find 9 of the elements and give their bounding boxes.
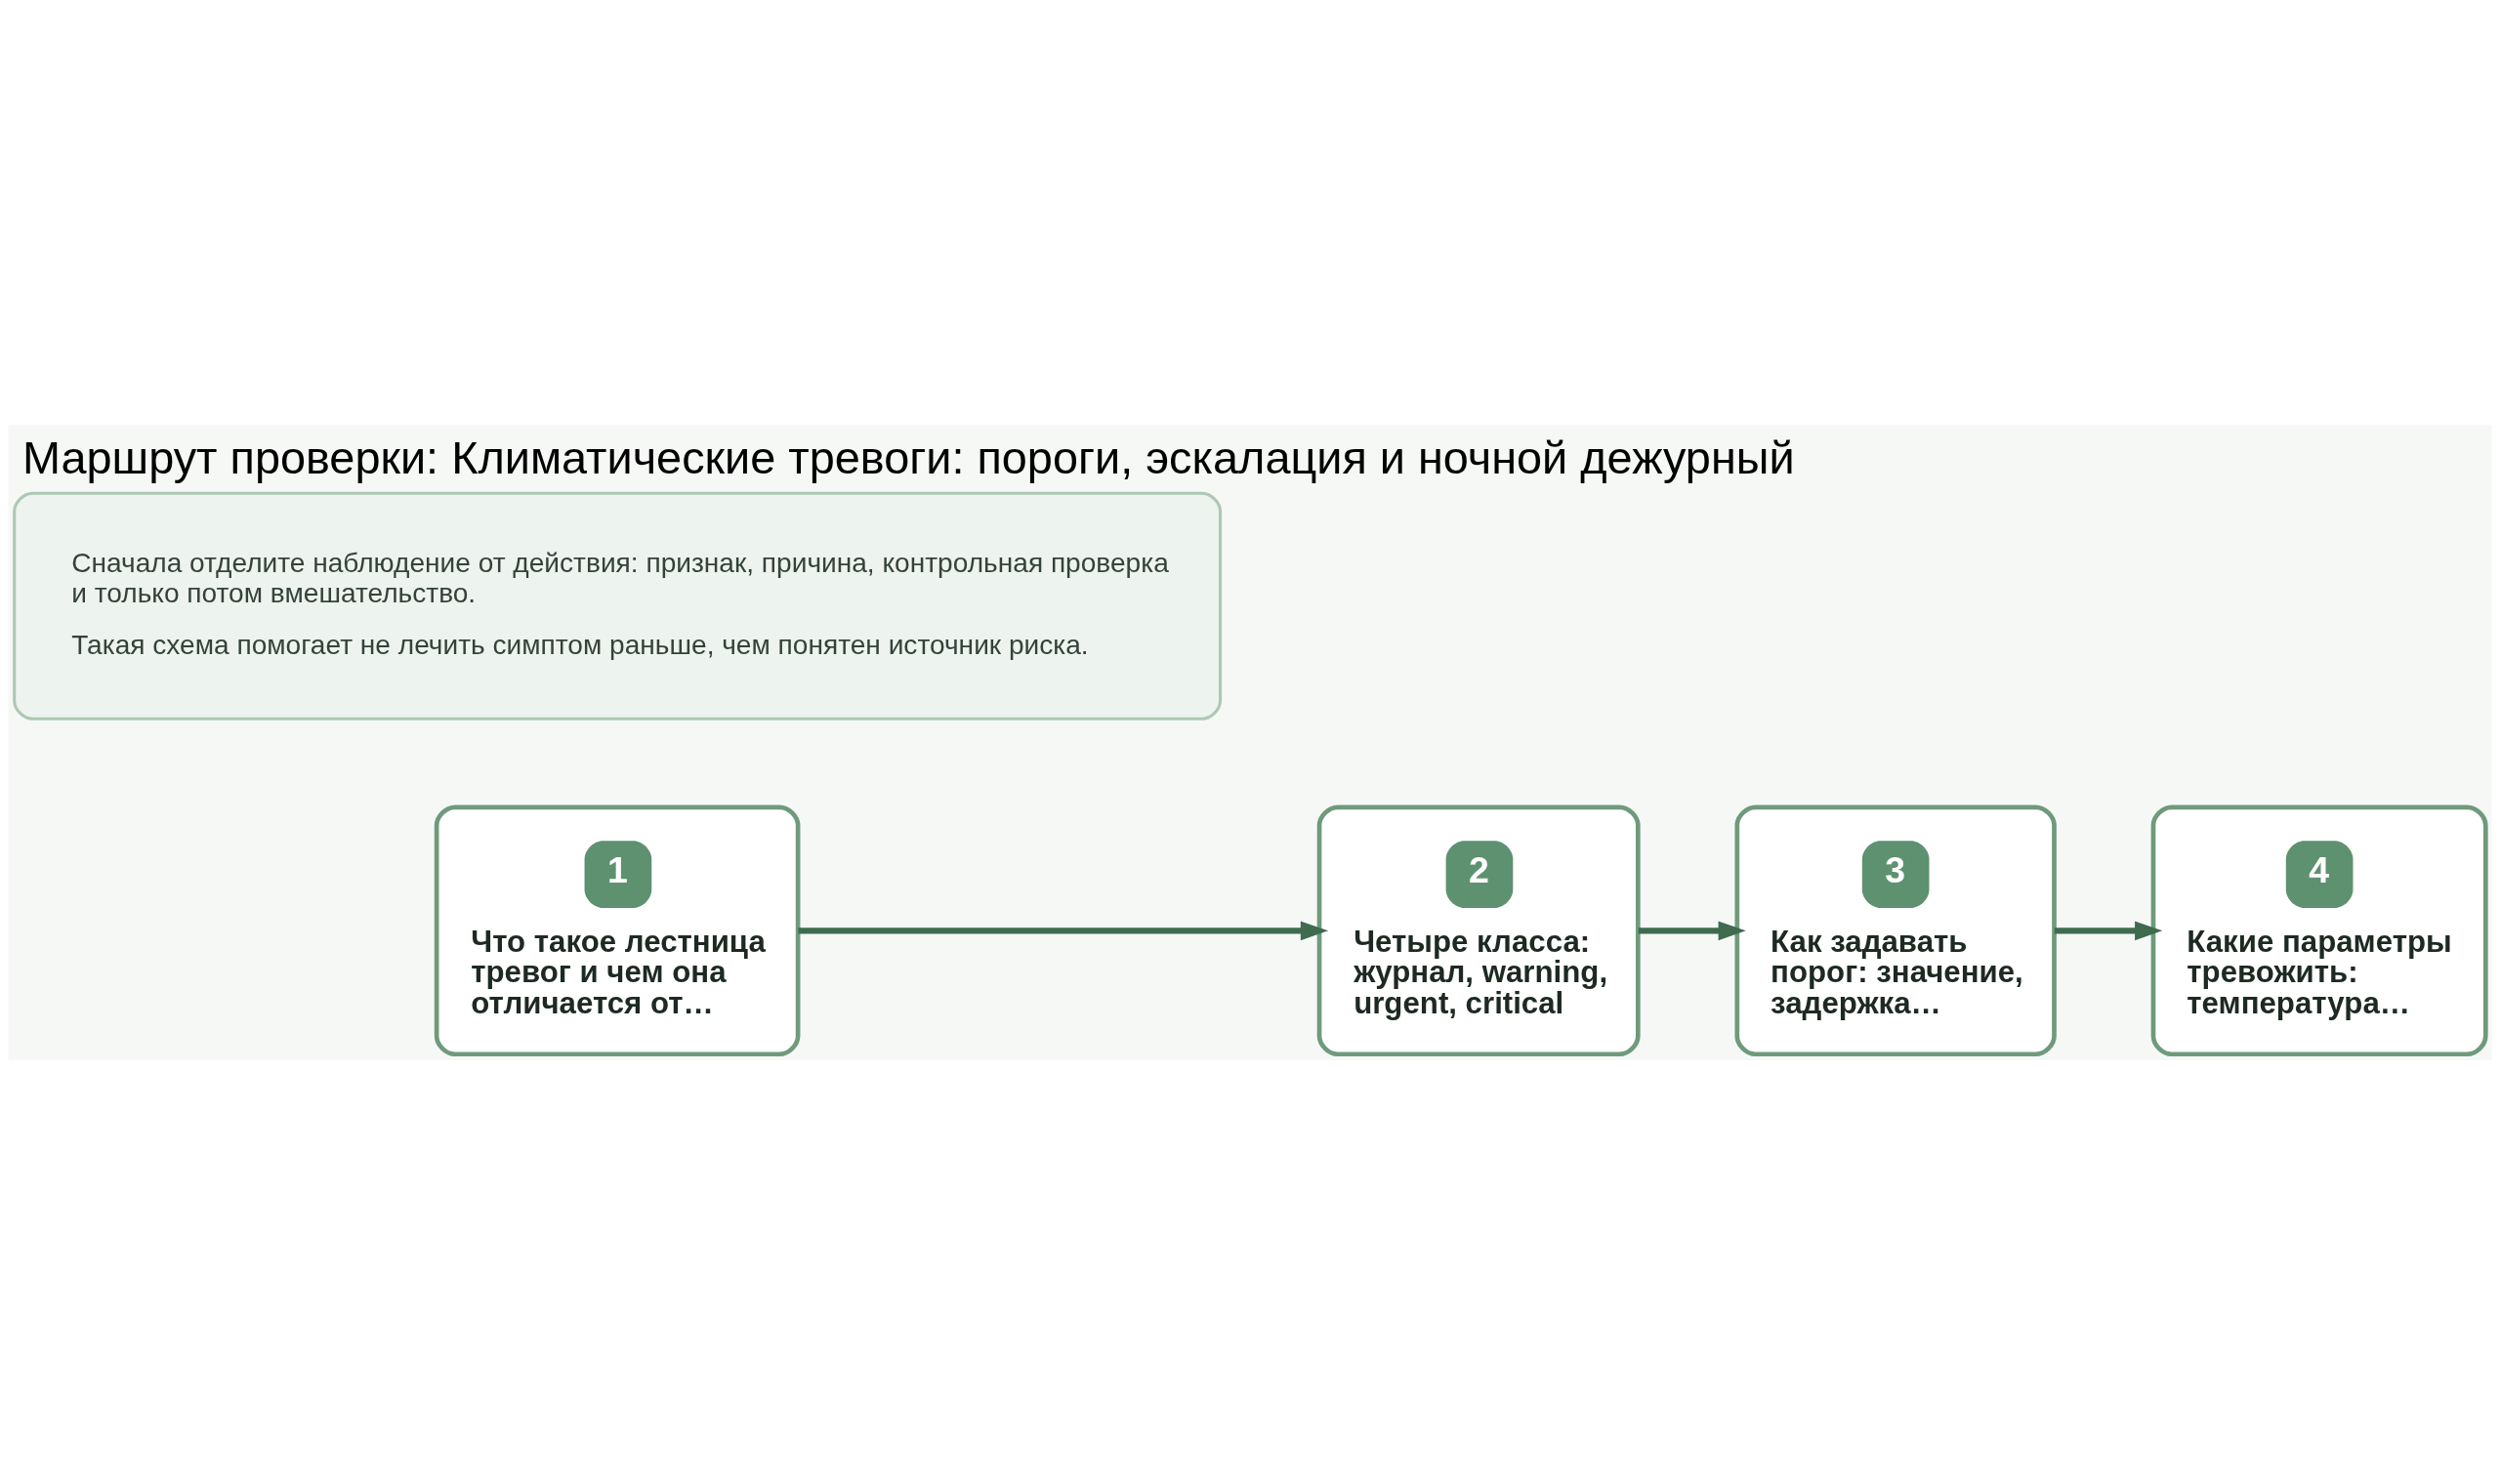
node-box: 2 Четыре класса: журнал, warning, urgent, critical [1316,804,1641,1056]
arrow [1638,920,1746,940]
arrow [798,920,1328,940]
node-box: 1 Что такое лестница тревог и чем она отличается от… [434,804,801,1056]
diagram-title: Маршрут проверки: Климатические тревоги: пороги, эскалация и ночной дежурный [22,432,1795,483]
node-box: 4 Какие параметры тревожить: температура… [2150,804,2488,1056]
node-box: Сначала отделите наблюдение от действия: признак, причина, контрольная проверка и только потом вмешательство. Такая схема помогает не лечить симптом раньше, чем понятен источник риска. [13,491,1223,721]
arrow [2054,920,2163,940]
node-box: 3 Как задавать порог: значение, задержка… [1734,804,2057,1056]
